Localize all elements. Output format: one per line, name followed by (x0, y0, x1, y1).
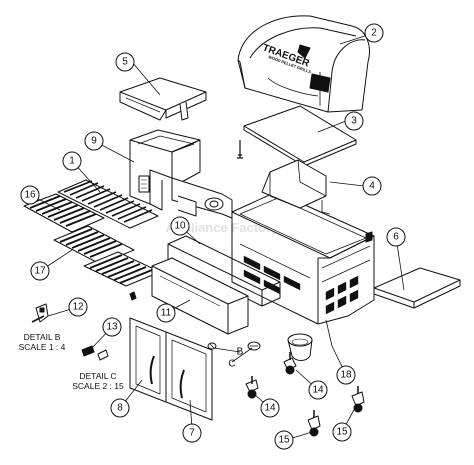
callout-9: 9 (91, 136, 97, 147)
callout-6: 6 (393, 232, 399, 243)
part-grease-bucket (287, 333, 313, 361)
callout-8: 8 (117, 403, 123, 414)
callout-11: 11 (161, 308, 172, 319)
part-drain-pan (243, 105, 357, 167)
part-hopper (129, 129, 233, 219)
part-latch-bracket (31, 303, 49, 323)
callout-2: 2 (371, 28, 377, 39)
callout-13: 13 (106, 322, 118, 333)
detail-marker-c: C (228, 359, 235, 370)
callout-18: 18 (340, 370, 352, 381)
callout-circles (20, 23, 406, 450)
callout-14-a: 14 (312, 385, 324, 396)
detail-small-parts (207, 341, 261, 351)
detail-b-scale: SCALE 1 : 4 (19, 342, 66, 352)
detail-c-title: DETAIL C (79, 371, 116, 381)
part-doors (129, 317, 213, 421)
callout-5: 5 (122, 57, 128, 68)
callout-10: 10 (174, 221, 186, 232)
part-side-shelf (373, 267, 461, 309)
detail-c-scale: SCALE 2 : 15 (72, 381, 124, 391)
part-door-magnet (81, 345, 109, 361)
part-hopper-lid (119, 77, 207, 121)
part-grill-grates (23, 179, 161, 287)
detail-b-title: DETAIL B (24, 332, 61, 342)
callout-labels: 1 2 3 4 5 6 7 8 9 10 11 12 13 14 14 15 1… (19, 28, 400, 446)
callout-17: 17 (34, 266, 46, 277)
callout-15-a: 15 (278, 435, 290, 446)
part-lid: TRAEGER WOOD PELLET GRILLS (237, 15, 370, 113)
callout-14-b: 14 (264, 403, 276, 414)
callout-3: 3 (351, 116, 357, 127)
part-grill-body (231, 159, 375, 325)
part-caster (245, 352, 297, 399)
callout-15-b: 15 (336, 427, 348, 438)
small-pin (129, 291, 137, 301)
callout-7: 7 (189, 428, 195, 439)
detail-marker-b: B (237, 347, 244, 358)
callout-4: 4 (369, 181, 375, 192)
callout-12: 12 (72, 302, 84, 313)
screw (237, 140, 243, 159)
callout-16: 16 (24, 190, 36, 201)
callout-1: 1 (69, 156, 75, 167)
